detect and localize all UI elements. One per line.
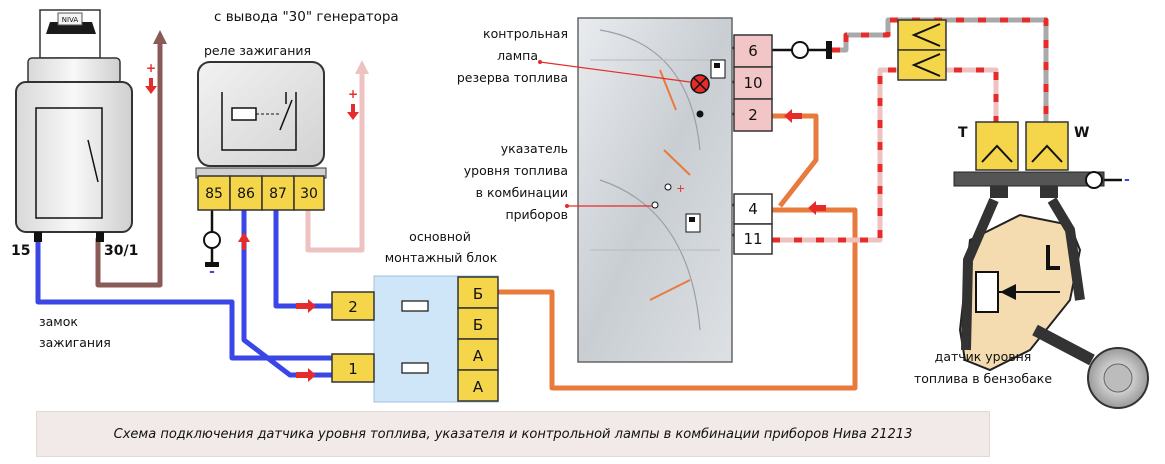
cluster-pin-2 — [733, 98, 773, 132]
wire-orange-pin2-to-pin4 — [772, 113, 819, 208]
plus-sign: + — [146, 61, 156, 75]
caption-text: Схема подключения датчика уровня топлива… — [113, 427, 913, 442]
connector-block — [897, 19, 947, 81]
wire-orange-b-to-pin2 — [498, 207, 858, 391]
lamp-label-line1: контрольная — [483, 26, 568, 41]
fuel-level-sensor — [953, 121, 1149, 409]
lock-terminal-30-1: 30/1 — [104, 243, 139, 259]
lock-brand: NIVA — [62, 16, 79, 24]
block-pin-label: Б — [473, 285, 483, 303]
fuse — [401, 300, 429, 312]
wire-blue-relay-87 — [273, 210, 332, 309]
relay-title: реле зажигания — [204, 43, 312, 58]
mounting-block: 2 1 Б Б А А — [331, 275, 499, 403]
fuel-pump-icon — [710, 59, 726, 79]
wire-pink-pin11 — [772, 67, 999, 243]
block-pin-label: А — [473, 378, 484, 396]
cluster-pin-4 — [733, 193, 773, 225]
cluster-pins: 6 10 2 4 11 — [733, 34, 773, 255]
plus-sign: + — [348, 87, 358, 101]
cluster-pin-label: 2 — [748, 106, 758, 124]
lamp-label-line3: резерва топлива — [456, 70, 568, 85]
cluster-pin-label: 6 — [748, 42, 758, 60]
fuel-pump-icon — [685, 213, 701, 233]
sensor-float-arm — [1032, 324, 1095, 366]
cluster-pin-label: 10 — [743, 74, 762, 92]
sensor-terminal-t-label: T — [958, 125, 968, 141]
lock-body — [15, 81, 133, 233]
minus-sign: - — [209, 264, 215, 280]
gauge-label-line2: уровня топлива — [463, 163, 568, 178]
current-arrow — [347, 104, 359, 120]
wire-pink-relay-30 — [305, 70, 365, 253]
ignition-lock-label-line1: замок — [39, 314, 78, 329]
block-pin-label: 2 — [348, 298, 358, 316]
sensor-terminal-w-label: W — [1074, 125, 1090, 141]
cluster-pin-6 — [733, 34, 773, 68]
block-pin-1 — [331, 353, 375, 383]
block-pin-label: 1 — [348, 360, 358, 378]
cluster-pin-11 — [733, 223, 773, 255]
ground-symbol — [791, 41, 832, 59]
block-pin-b — [457, 307, 499, 340]
mount-block-label-line1: основной — [409, 229, 471, 244]
ignition-lock: NIVA — [15, 9, 133, 242]
generator-label: с вывода "30" генератора — [214, 9, 399, 25]
relay-terminal-label: 86 — [237, 186, 255, 202]
relay-terminals: 85 86 87 30 — [197, 175, 325, 211]
block-pin-label: Б — [473, 316, 483, 334]
gauge-label-line4: приборов — [505, 207, 568, 222]
current-arrow — [784, 109, 802, 123]
block-pin-2 — [331, 291, 375, 321]
red-arrows — [145, 30, 826, 382]
block-pin-b — [457, 276, 499, 309]
lamp-label-line2: лампа — [497, 48, 538, 63]
ignition-relay — [195, 61, 327, 179]
current-arrow — [296, 368, 316, 382]
wire-blue-relay-86 — [241, 210, 332, 378]
minus-sign: - — [1124, 172, 1130, 188]
cluster-panel — [577, 17, 733, 363]
caption-box: Схема подключения датчика уровня топлива… — [36, 411, 990, 457]
relay-terminal-label: 87 — [269, 186, 287, 202]
cluster-pin-label: 11 — [743, 230, 762, 248]
cluster-pin-label: 4 — [748, 200, 758, 218]
ignition-lock-label-line2: зажигания — [39, 335, 111, 350]
gauge-label-line1: указатель — [500, 141, 568, 156]
gauge-label-line3: в комбинации — [475, 185, 568, 200]
current-arrow — [238, 232, 250, 250]
sensor-label-line1: датчик уровня — [934, 349, 1032, 364]
lock-terminal-15: 15 — [11, 243, 31, 259]
block-pin-a — [457, 369, 499, 402]
relay-terminal-label: 85 — [205, 186, 223, 202]
instrument-cluster: + — [577, 17, 733, 363]
block-pin-label: А — [473, 347, 484, 365]
current-arrow — [296, 299, 316, 313]
current-arrow — [808, 201, 826, 215]
wire-brown-30-1 — [95, 40, 163, 288]
current-arrow — [145, 78, 157, 94]
ground-symbol — [203, 231, 221, 267]
relay-terminal-86 — [229, 175, 263, 211]
plus-sign: + — [676, 182, 685, 195]
pointer-lines — [539, 61, 691, 207]
sensor-label-line2: топлива в бензобаке — [913, 371, 1053, 386]
relay-terminal-30 — [293, 175, 325, 211]
fuse — [401, 362, 429, 374]
relay-terminal-label: 30 — [300, 186, 318, 202]
mount-block-label-line2: монтажный блок — [384, 250, 498, 265]
